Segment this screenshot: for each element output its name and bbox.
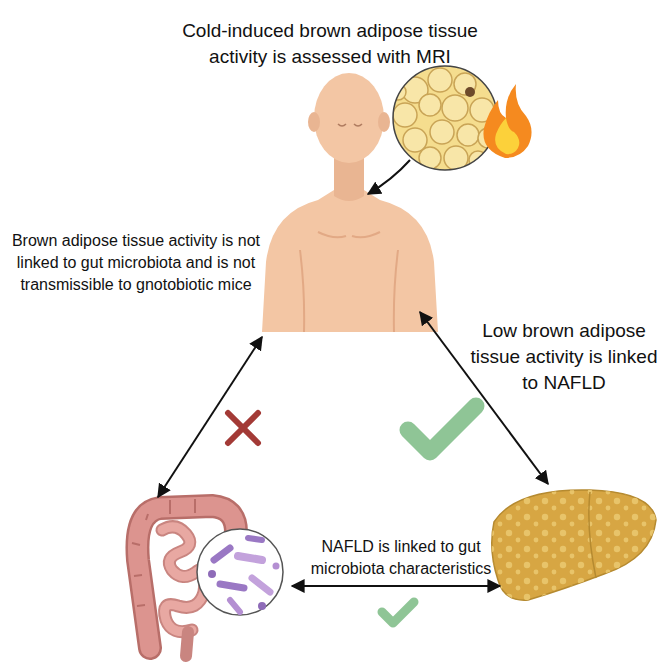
person-figure: [314, 73, 384, 163]
brown-fat-tissue: [457, 124, 479, 146]
person-figure: [318, 232, 380, 237]
brown-fat-tissue: [465, 87, 475, 97]
microbiota-inset: [208, 538, 280, 612]
microbiota-inset: [252, 578, 270, 592]
liver-figure: [492, 490, 656, 600]
brown-fat-tissue: [442, 95, 468, 121]
link-note: Brown adipose tissue activity is not lin…: [2, 230, 270, 296]
microbiota-inset: [220, 584, 244, 588]
pointer-arrow: [368, 160, 410, 194]
brown-fat-tissue: [428, 68, 452, 92]
flame-icon: [483, 84, 531, 158]
cross-mark: [228, 413, 258, 443]
person-figure: [338, 124, 362, 126]
flame-icon: [495, 118, 519, 154]
heading-note: Cold-induced brown adipose tissue activi…: [168, 18, 492, 70]
check-mark: [408, 406, 476, 452]
link-note: Low brown adipose tissue activity is lin…: [466, 318, 662, 397]
double-arrow: [292, 585, 500, 587]
brown-fat-tissue: [469, 151, 487, 169]
liver-figure: [492, 490, 656, 600]
liver-figure: [492, 490, 656, 600]
liver-figure: [589, 492, 596, 578]
brown-fat-tissue: [419, 147, 441, 169]
person-figure: [300, 250, 304, 332]
cross-mark: [228, 413, 258, 443]
link-note: NAFLD is linked to gut microbiota charac…: [292, 536, 510, 580]
person-figure: [262, 190, 438, 332]
check-mark: [382, 602, 414, 623]
brown-fat-tissue: [393, 66, 497, 170]
brown-fat-tissue: [393, 103, 417, 127]
microbiota-inset: [197, 529, 283, 615]
person-figure: [308, 112, 320, 132]
microbiota-inset: [214, 548, 230, 560]
flame-icon: [483, 84, 531, 158]
microbiota-inset: [248, 538, 262, 540]
person-figure: [378, 112, 390, 132]
cross-mark: [228, 413, 258, 443]
microbiota-inset: [273, 563, 280, 570]
person-figure: [394, 250, 398, 332]
intestine-figure: [186, 632, 188, 656]
microbiota-inset: [208, 570, 216, 578]
person-figure: [262, 73, 438, 332]
microbiota-inset: [258, 602, 266, 610]
brown-fat-tissue: [419, 94, 441, 116]
brown-fat-tissue: [393, 66, 497, 170]
brown-fat-tissue: [430, 120, 454, 144]
double-arrow: [158, 337, 262, 497]
brown-fat-tissue: [390, 66, 498, 170]
microbiota-inset: [238, 556, 262, 560]
microbiota-inset: [197, 529, 283, 615]
microbiota-inset: [230, 600, 240, 612]
